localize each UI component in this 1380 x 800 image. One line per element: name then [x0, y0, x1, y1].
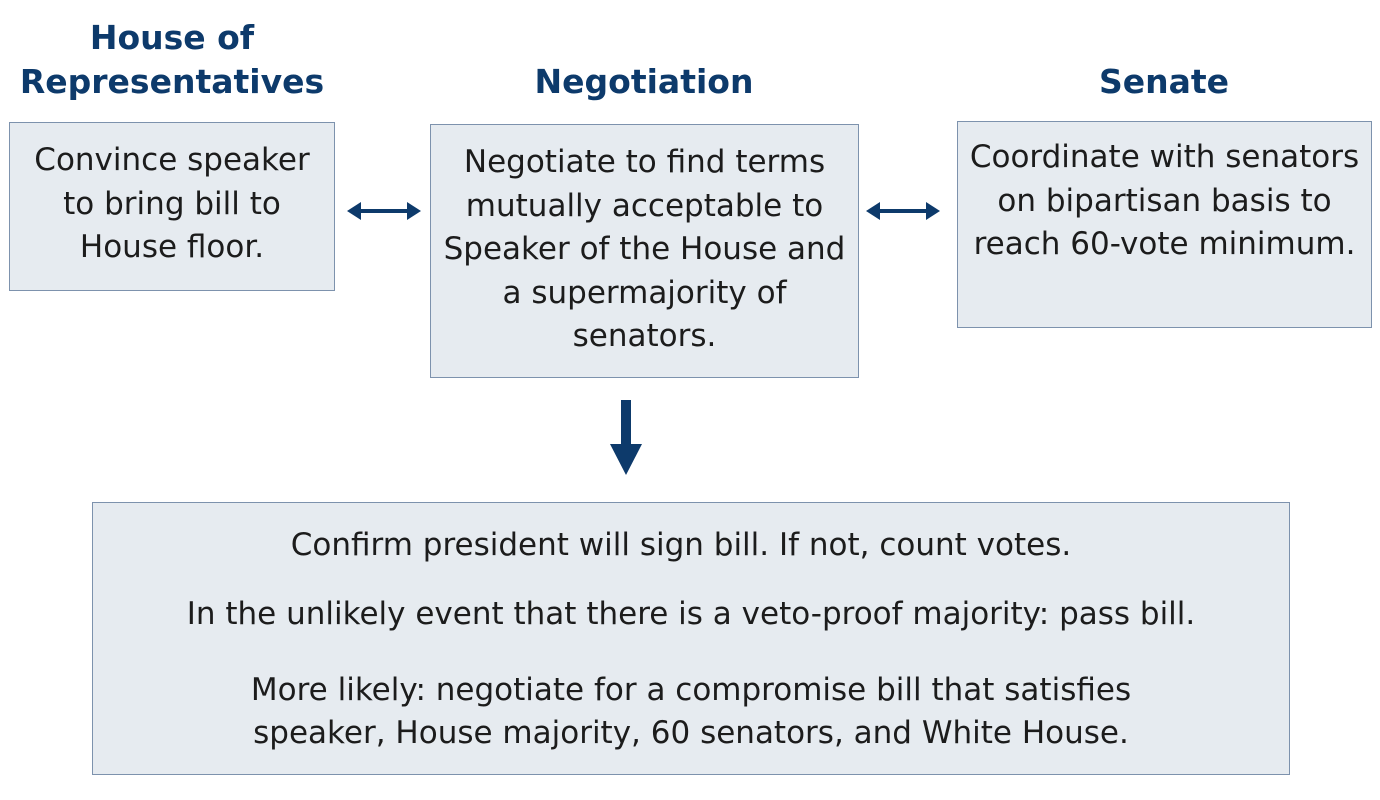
negotiation-step-text: Negotiate to find terms mutually accepta… — [443, 144, 846, 354]
heading-senate: Senate — [1098, 62, 1230, 101]
double-arrow-left-icon — [347, 202, 421, 220]
heading-negotiation: Negotiation — [534, 62, 754, 101]
senate-step-text: Coordinate with senators on bipartisan b… — [969, 139, 1360, 262]
outcome-line-veto-proof: In the unlikely event that there is a ve… — [186, 596, 1196, 632]
house-step-box: Convince speaker to bring bill to House … — [9, 122, 335, 291]
outcome-box: Confirm president will sign bill. If not… — [92, 502, 1290, 775]
heading-house-of-representatives: House of Representatives — [19, 18, 325, 101]
double-arrow-right-icon — [866, 202, 940, 220]
outcome-line-confirm: Confirm president will sign bill. If not… — [290, 527, 1072, 563]
senate-step-box: Coordinate with senators on bipartisan b… — [957, 121, 1372, 328]
house-step-text: Convince speaker to bring bill to House … — [34, 142, 310, 265]
negotiation-step-box: Negotiate to find terms mutually accepta… — [430, 124, 859, 378]
outcome-line-compromise: More likely: negotiate for a compromise … — [250, 672, 1132, 751]
down-arrow-icon — [610, 400, 642, 475]
